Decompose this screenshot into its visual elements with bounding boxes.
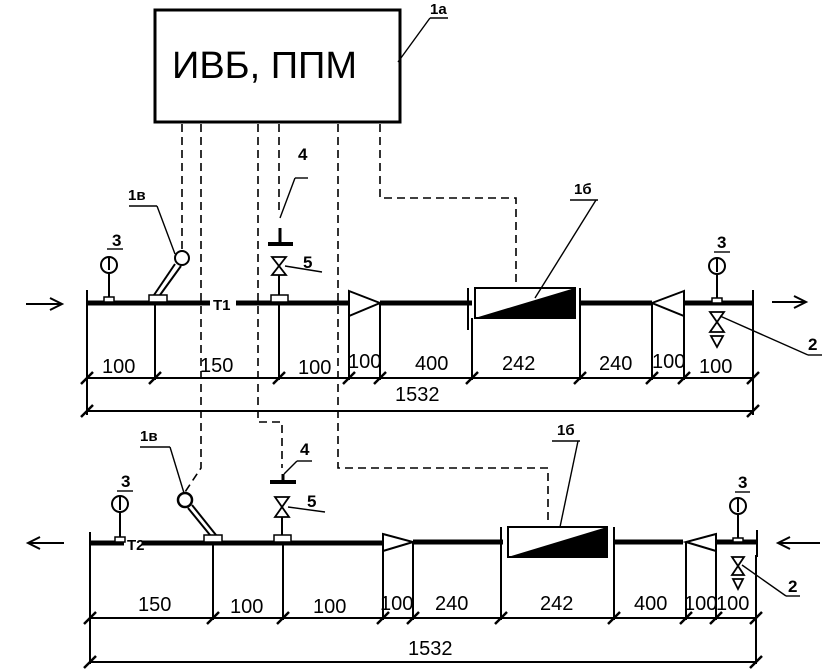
dimension-tick — [573, 371, 587, 385]
dimension-value: 100 — [652, 351, 685, 373]
dimension-tick — [272, 371, 286, 385]
dimension-tick — [679, 611, 693, 625]
pipe-tag: Т2 — [127, 537, 145, 554]
pipe-tag: Т1 — [213, 297, 231, 314]
dimension-tick — [746, 371, 760, 385]
reducer-icon — [682, 532, 717, 553]
reducer-icon — [348, 289, 383, 318]
dimension-value: 242 — [540, 593, 573, 615]
pressure-transmitter-icon — [268, 177, 308, 246]
signal-line-supply-meter — [379, 124, 517, 288]
dimension-tick — [342, 371, 356, 385]
dimension-value: 100 — [716, 593, 749, 615]
meter-label: 1б — [574, 181, 592, 198]
dimension-value: 100 — [102, 356, 135, 378]
flow-arrow-icon — [772, 295, 809, 309]
dimension-ticks — [83, 611, 763, 669]
drain-valve-label: 2 — [808, 335, 817, 354]
dimension-tick — [465, 371, 479, 385]
dimension-value: 100 — [684, 593, 717, 615]
gauge-label: 3 — [112, 231, 121, 250]
valve-label: 5 — [303, 253, 312, 272]
dimension-value: 100 — [348, 351, 381, 373]
dimension-value: 100 — [699, 356, 732, 378]
dimension-value: 100 — [230, 596, 263, 618]
drain-valve-icon — [708, 311, 822, 356]
pressure-gauge-icon — [708, 251, 730, 304]
dimension-value: 240 — [435, 593, 468, 615]
flow-arrow-icon — [25, 536, 64, 550]
temperature-sensor-icon — [140, 446, 223, 543]
dimension-tick — [494, 611, 508, 625]
flow-arrow-icon — [26, 297, 65, 311]
dimension-value: 100 — [313, 596, 346, 618]
dimension-value: 100 — [380, 593, 413, 615]
dimension-value: 100 — [298, 357, 331, 379]
gauge-label: 3 — [121, 472, 130, 491]
temperature-sensor-icon — [129, 205, 190, 303]
dimension-tick — [83, 655, 97, 669]
transmitter-label: 4 — [300, 440, 310, 459]
dimension-value: 400 — [415, 353, 448, 375]
controller-block: ИВБ, ППМ 1а — [153, 1, 448, 124]
dimension-tick — [276, 611, 290, 625]
valve-icon — [270, 256, 323, 303]
dimension-tick — [206, 611, 220, 625]
pressure-gauge-icon — [100, 248, 123, 303]
supply-line: Т1 3 1в — [26, 145, 822, 418]
dimension-tick — [406, 611, 420, 625]
dimension-value: 150 — [138, 594, 171, 616]
signal-line-return-transmitter — [257, 124, 283, 468]
signal-lines — [181, 124, 549, 525]
dimension-total: 1532 — [408, 638, 453, 660]
drain-valve-label: 2 — [788, 577, 797, 596]
dimension-tick — [83, 611, 97, 625]
gauge-label: 3 — [738, 473, 747, 492]
pressure-gauge-icon — [111, 490, 133, 543]
pressure-transmitter-icon — [270, 460, 312, 484]
pressure-gauge-icon — [729, 491, 750, 543]
flow-meter-icon — [467, 199, 598, 330]
signal-line-return-meter — [337, 124, 549, 525]
temp-sensor-label: 1в — [128, 187, 146, 204]
reducer-icon — [649, 289, 685, 318]
dimension-tick — [373, 371, 387, 385]
dimension-tick — [607, 611, 621, 625]
dimension-tick — [148, 371, 162, 385]
dimension-value: 400 — [634, 593, 667, 615]
dimension-tick — [709, 611, 723, 625]
temp-sensor-label: 1в — [140, 428, 158, 445]
signal-line-return-temp — [184, 124, 202, 493]
valve-icon — [273, 496, 326, 543]
dimension-value: 150 — [200, 355, 233, 377]
dimension-value: 240 — [599, 353, 632, 375]
reducer-icon — [382, 532, 417, 553]
controller-text: ИВБ, ППМ — [172, 45, 357, 87]
dimension-tick — [645, 371, 659, 385]
dimension-extensions — [89, 542, 757, 664]
flow-arrow-icon — [775, 536, 820, 550]
return-line: Т2 3 1в — [25, 422, 820, 669]
controller-label: 1а — [430, 1, 447, 18]
flow-meter-icon — [500, 440, 615, 570]
gauge-label: 3 — [717, 233, 726, 252]
dimension-tick — [749, 611, 763, 625]
dimension-ticks — [80, 371, 760, 418]
meter-label: 1б — [557, 422, 575, 439]
dimension-value: 242 — [502, 353, 535, 375]
dimension-tick — [80, 404, 94, 418]
drain-valve-icon — [730, 556, 800, 597]
dimension-tick — [749, 655, 763, 669]
dimension-tick — [376, 611, 390, 625]
controller-box — [153, 8, 402, 124]
valve-label: 5 — [307, 492, 316, 511]
dimension-extensions — [86, 303, 754, 415]
transmitter-label: 4 — [298, 145, 308, 164]
dimension-tick — [746, 404, 760, 418]
dimension-tick — [677, 371, 691, 385]
dimension-total: 1532 — [395, 384, 440, 406]
dimension-tick — [80, 371, 94, 385]
controller-leader — [397, 17, 431, 63]
